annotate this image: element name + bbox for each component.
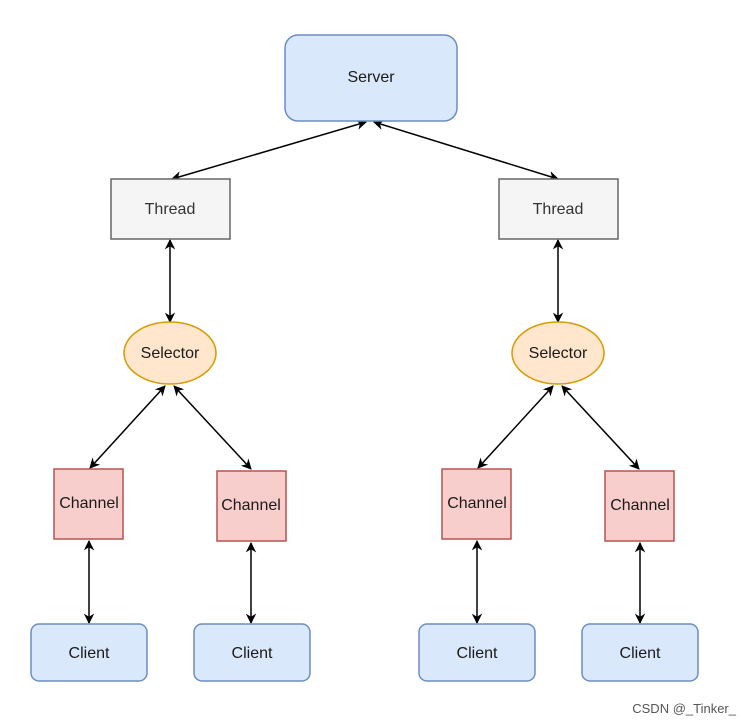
client-label: Client: [457, 645, 498, 662]
connectors: [83, 119, 646, 625]
channel-node-3: Channel: [441, 468, 512, 540]
edge-selector-channel-2: [173, 385, 252, 470]
client-node-4: Client: [581, 623, 699, 682]
selector-node-left: Selector: [123, 321, 217, 385]
channel-node-4: Channel: [604, 470, 675, 542]
client-label: Client: [69, 645, 110, 662]
client-node-3: Client: [418, 623, 536, 682]
channel-node-2: Channel: [216, 470, 287, 542]
edge-selector-channel-4: [561, 385, 640, 470]
selector-label: Selector: [141, 345, 200, 362]
thread-node-right: Thread: [498, 178, 619, 240]
edge-server-thread-right: [372, 119, 560, 182]
edge-selector-channel-1: [89, 385, 166, 469]
channel-node-1: Channel: [53, 468, 124, 540]
channel-label: Channel: [59, 495, 119, 512]
client-label: Client: [232, 645, 273, 662]
selector-node-right: Selector: [511, 321, 605, 385]
client-label: Client: [620, 645, 661, 662]
channel-label: Channel: [221, 497, 281, 514]
channel-label: Channel: [447, 495, 507, 512]
channel-label: Channel: [610, 497, 670, 514]
thread-node-left: Thread: [110, 178, 231, 240]
thread-label: Thread: [533, 201, 584, 218]
edge-selector-channel-3: [477, 385, 554, 469]
server-label: Server: [347, 69, 395, 86]
selector-label: Selector: [529, 345, 588, 362]
watermark: CSDN @_Tinker_: [632, 701, 736, 716]
thread-label: Thread: [145, 201, 196, 218]
client-node-2: Client: [193, 623, 311, 682]
client-node-1: Client: [30, 623, 148, 682]
server-node: Server: [284, 34, 458, 122]
edge-server-thread-left: [170, 119, 368, 182]
